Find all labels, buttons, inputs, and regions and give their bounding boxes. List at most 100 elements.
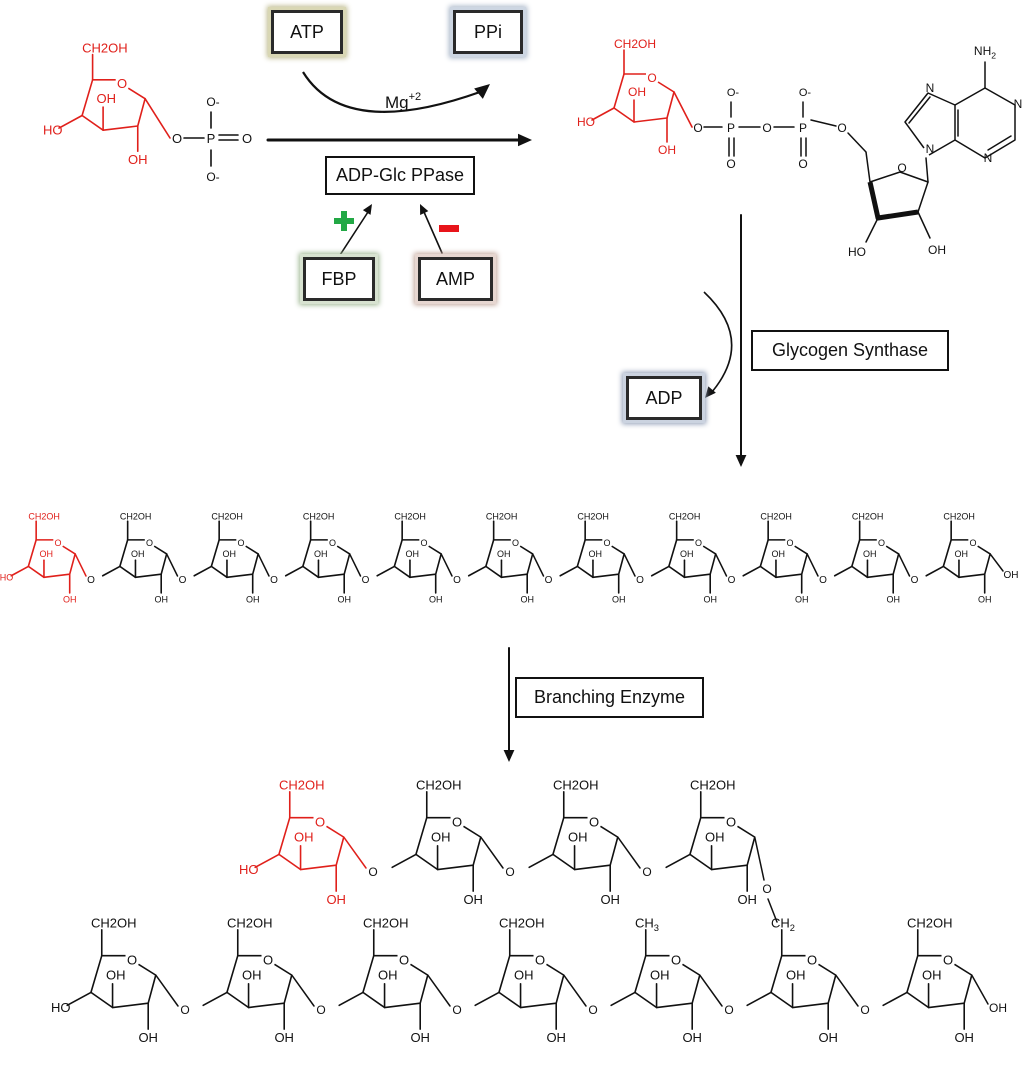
c3-hydroxyl-label: OH — [772, 549, 786, 559]
c3-hydroxyl-label: OH — [294, 829, 314, 844]
amp-inhibitor-box: AMP — [418, 257, 493, 301]
c3-hydroxyl-label: OH — [680, 549, 694, 559]
c4-bond — [746, 991, 772, 1007]
c6-group-label: CH2OH — [690, 778, 736, 793]
c3-hydroxyl-label: OH — [705, 829, 725, 844]
phosphate-o-minus-label: O- — [206, 170, 219, 184]
ring-oxygen-label: O — [878, 538, 885, 548]
c6-group-label: CH2OH — [211, 512, 243, 522]
c6-group-label: CH2OH — [416, 778, 462, 793]
enzyme-adp-glc-ppase-box: ADP-Glc PPase — [325, 156, 475, 195]
c2-hydroxyl-label: OH — [520, 594, 534, 604]
double-bond — [987, 135, 1012, 151]
c3-hydroxyl-label: OH — [955, 549, 969, 559]
c3-hydroxyl-label: OH — [786, 967, 806, 982]
glycosidic-oxygen-label: O — [362, 575, 370, 586]
imidazole-ring — [904, 92, 956, 156]
c4-bond — [467, 565, 487, 577]
c4-bond — [254, 853, 280, 869]
ring-oxygen-label: O — [117, 76, 127, 91]
c4-bond — [338, 991, 364, 1007]
atp-ppi-arrowhead — [474, 84, 490, 99]
c4-bond — [559, 565, 579, 577]
c4-bond — [650, 565, 670, 577]
ring-oxygen-label: O — [969, 538, 976, 548]
c6-group-label: CH2OH — [669, 512, 701, 522]
c6-group-label: CH2OH — [614, 37, 656, 51]
c3-hydroxyl-label: OH — [650, 967, 670, 982]
phosphate-ester-oxygen-label: O — [172, 131, 182, 146]
oxygen-label: O — [798, 157, 807, 171]
branch-oxygen-label: O — [762, 882, 771, 896]
atp-ppi-curved-arrow — [302, 71, 481, 113]
c4-bond — [474, 991, 500, 1007]
c2-hydroxyl-label: OH — [703, 594, 717, 604]
c3-hydroxyl-label: OH — [378, 967, 398, 982]
c4-bond — [284, 565, 304, 577]
c4-hydroxyl-label: HO — [577, 115, 595, 129]
c2-hydroxyl-label: OH — [886, 594, 900, 604]
c6-group-label: CH2OH — [82, 41, 128, 56]
glycosidic-bond — [897, 553, 911, 577]
glycosidic-oxygen-label: O — [642, 865, 651, 879]
c6-group-label: CH2OH — [760, 512, 792, 522]
glycosidic-bond — [714, 553, 728, 577]
c4-hydroxyl-label: HO — [0, 572, 13, 582]
c6-group-label: CH2OH — [499, 916, 545, 931]
pyrimidine-ring — [954, 87, 1016, 159]
reducing-end-hydroxyl-label: OH — [1004, 570, 1019, 581]
glycosidic-bond — [257, 553, 270, 577]
glycosidic-n-bond — [925, 157, 929, 183]
ring-oxygen-label: O — [943, 952, 953, 967]
phosphorus-label: P — [799, 121, 807, 135]
ring-oxygen-label: O — [726, 814, 736, 829]
phosphate-oxygen-label: O — [242, 131, 252, 146]
glycosidic-bond — [440, 553, 453, 577]
c3-hydroxyl-label: OH — [922, 967, 942, 982]
branch-link-bond — [767, 898, 778, 923]
c4-bond — [925, 565, 945, 577]
c2-hydroxyl-label: OH — [954, 1030, 974, 1045]
glycosidic-oxygen-label: O — [728, 575, 736, 586]
ribose-hydroxyl-label: HO — [848, 245, 866, 259]
fbp-activation-arrow — [339, 211, 369, 256]
glycosidic-bond — [348, 553, 362, 577]
glycosidic-bond — [617, 836, 641, 869]
c2-hydroxyl-label: OH — [63, 594, 77, 604]
glycosidic-bond — [165, 553, 179, 577]
glycosidic-oxygen-label: O — [545, 575, 553, 586]
phosphorus-label: P — [727, 121, 735, 135]
ester-oxygen-label: O — [693, 121, 702, 135]
phosphorus-label: P — [207, 131, 216, 146]
c6-group-label: CH2OH — [852, 512, 884, 522]
bridging-oxygen-label: O — [762, 121, 771, 135]
o-minus-label: O- — [799, 87, 812, 99]
ribose-oh-bond — [917, 211, 931, 239]
glycosidic-oxygen-label: O — [270, 575, 278, 586]
c6-group-label: CH2OH — [28, 512, 60, 522]
glycosidic-oxygen-label: O — [860, 1003, 869, 1017]
enzyme-glycogen-synthase-box: Glycogen Synthase — [751, 330, 949, 371]
ring-oxygen-label: O — [786, 538, 793, 548]
fbp-arrowhead — [362, 204, 372, 215]
c6-group-label: CH2 — [771, 916, 795, 934]
glycosidic-bond — [343, 836, 367, 869]
fbp-activator-box: FBP — [303, 257, 375, 301]
c4-bond — [58, 114, 83, 129]
ring-oxygen-label: O — [671, 952, 681, 967]
c4-bond — [591, 107, 615, 121]
ribose-hydroxyl-label: OH — [928, 243, 946, 257]
glycosidic-bond — [699, 974, 723, 1007]
ribose-ring — [865, 151, 929, 213]
ring-oxygen-label: O — [329, 538, 336, 548]
reducing-end-hydroxyl-label: OH — [989, 1001, 1007, 1015]
glycosidic-oxygen-label: O — [911, 575, 919, 586]
glycosidic-bond — [623, 553, 636, 577]
c6-group-label: CH2OH — [486, 512, 518, 522]
glycosidic-bond — [427, 974, 451, 1007]
ring-oxygen-label: O — [399, 952, 409, 967]
c4-bond — [66, 991, 92, 1007]
anomeric-bond — [144, 97, 171, 139]
ribose-bold-edge — [867, 181, 919, 221]
